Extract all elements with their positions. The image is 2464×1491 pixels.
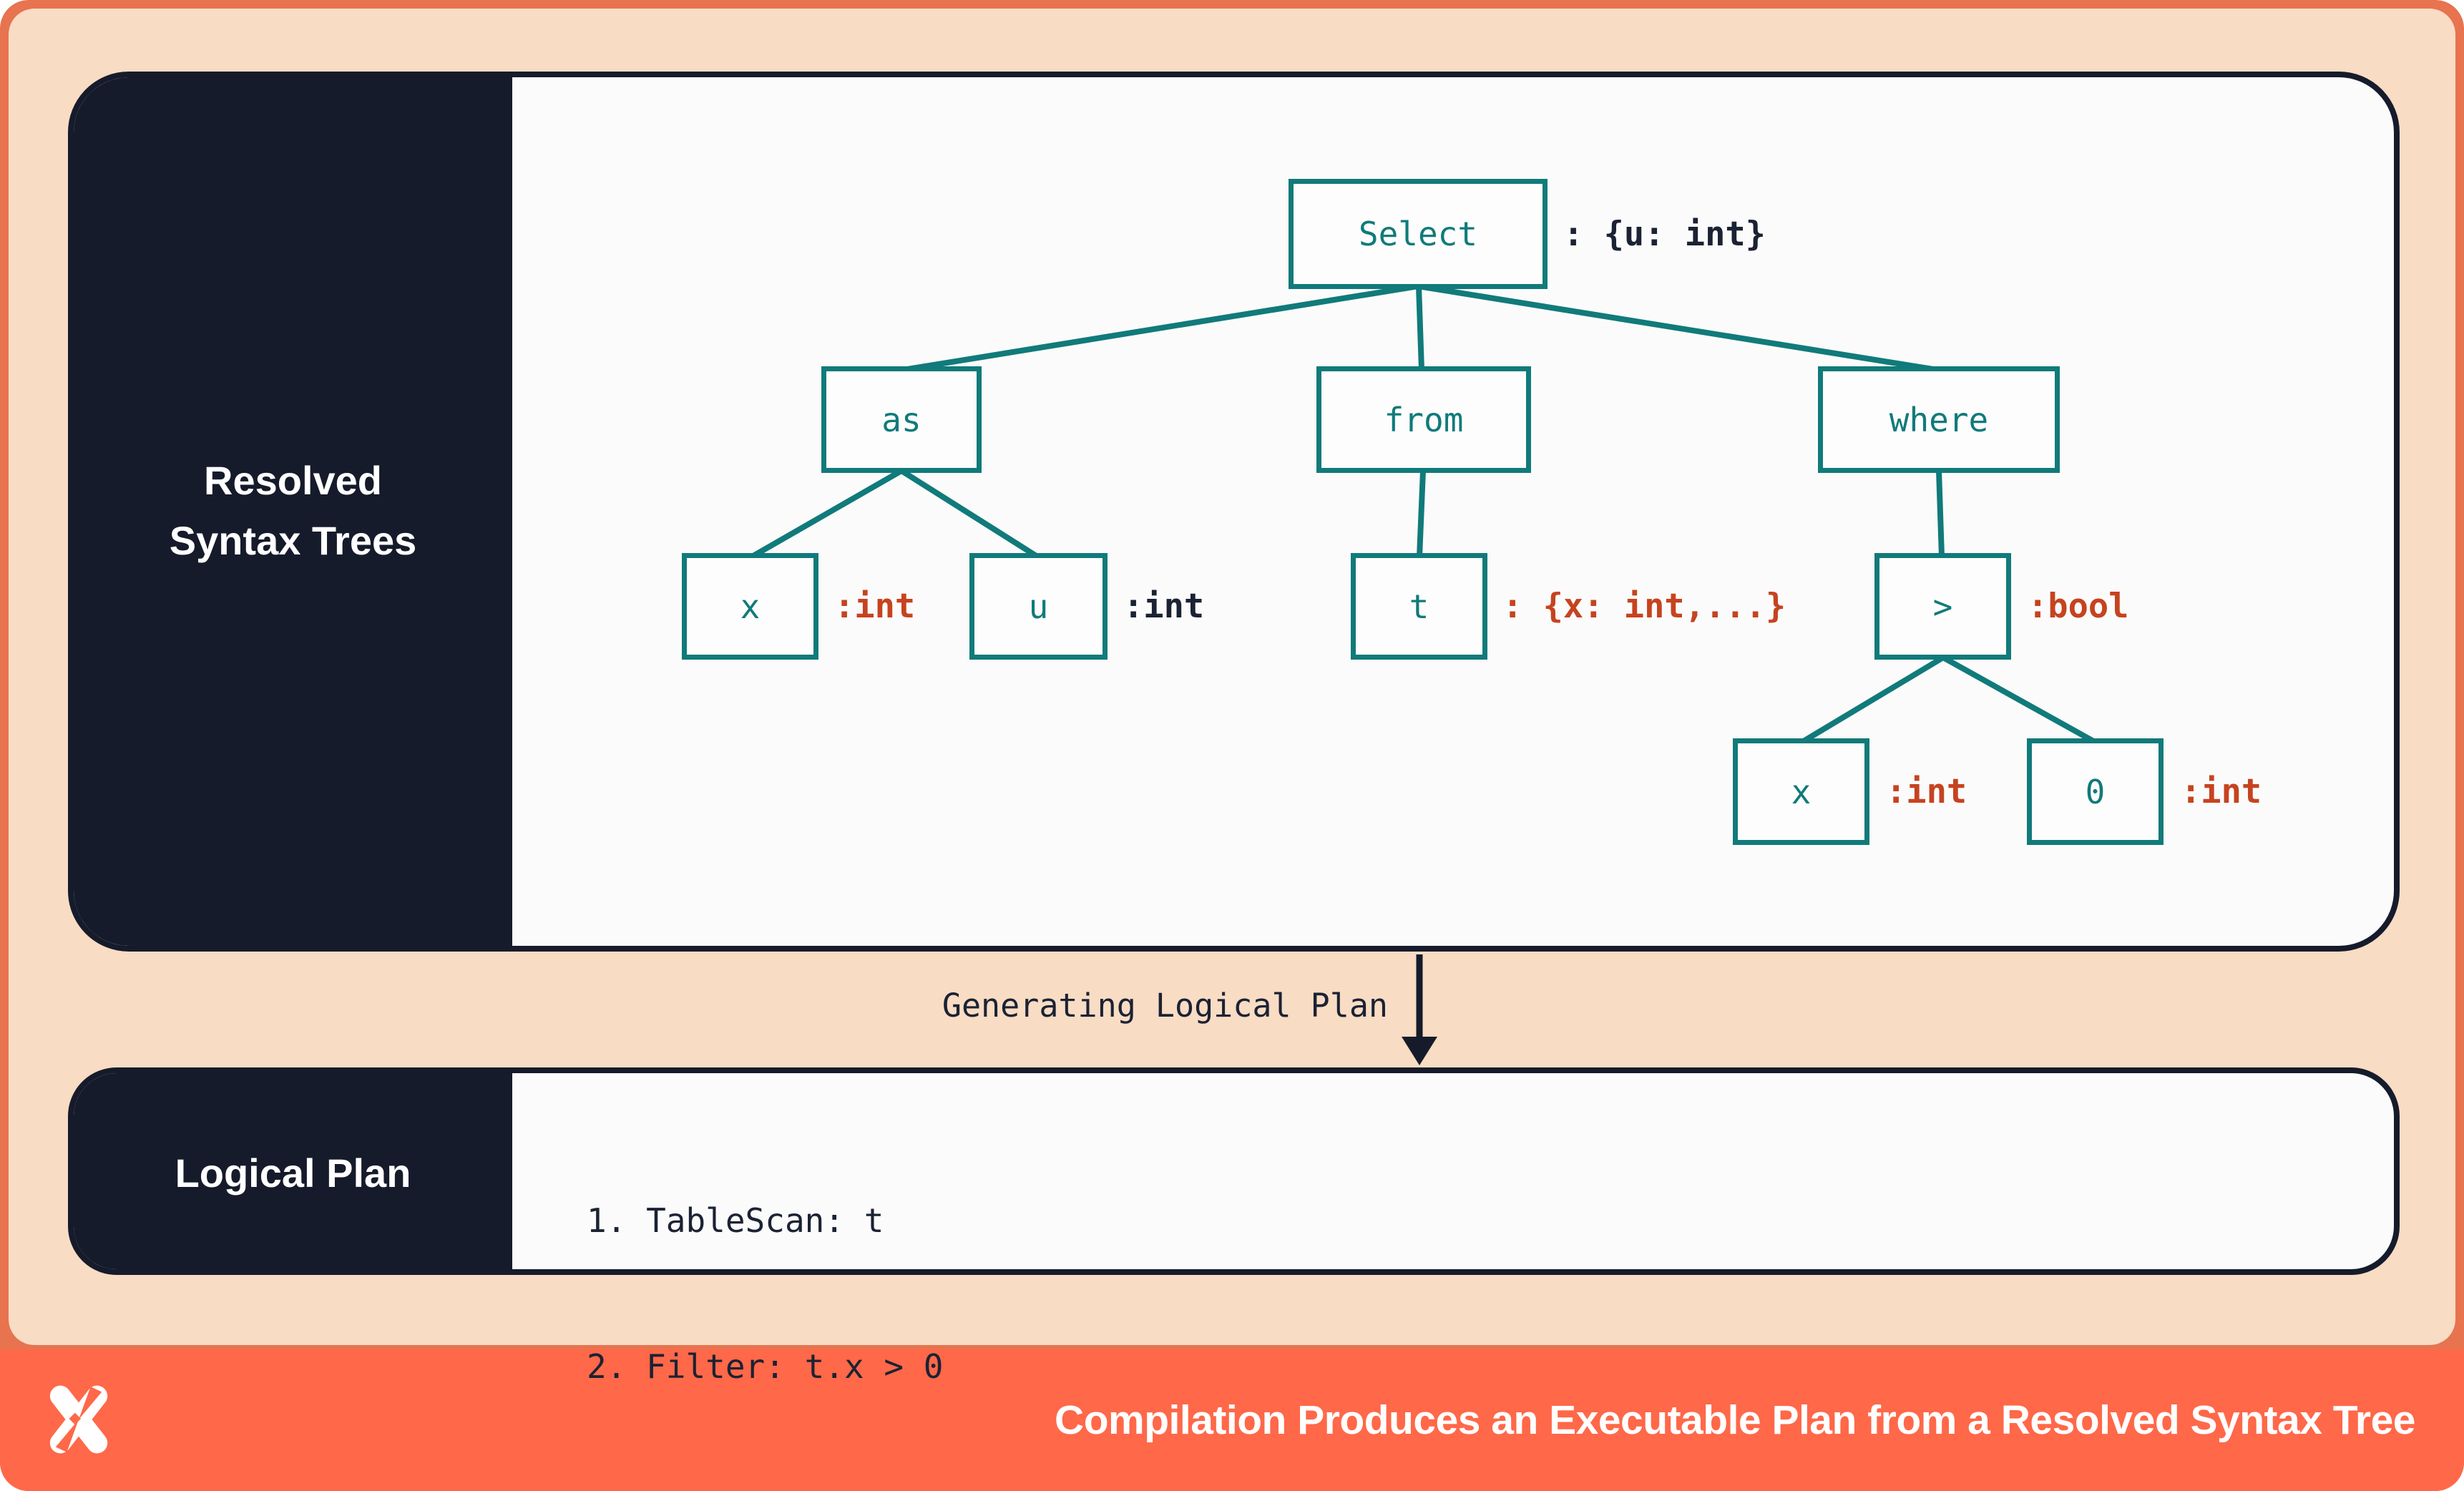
resolved-panel-label: Resolved Syntax Trees [74, 451, 512, 571]
logical-plan-panel [68, 1067, 2400, 1275]
type-annotation-u: :int [1123, 587, 1205, 626]
resolved-panel-label-line2: Syntax Trees [169, 518, 417, 563]
tree-node-from: from [1316, 366, 1531, 473]
type-annotation-t: : {x: int,...} [1502, 587, 1786, 626]
logical-plan-step: 2. Filter: t.x > 0 [587, 1347, 944, 1386]
footer-title: Compilation Produces an Executable Plan … [1055, 1397, 2415, 1443]
tree-node-zero: 0 [2027, 738, 2164, 845]
type-annotation-x-alias: :int [834, 587, 916, 626]
logical-plan-step: 1. TableScan: t [587, 1201, 884, 1240]
tree-node-where: where [1818, 366, 2060, 473]
type-annotation-greater-than: :bool [2028, 587, 2129, 626]
resolved-syntax-trees-panel [68, 72, 2400, 952]
logical-panel-label: Logical Plan [175, 1150, 411, 1196]
dolt-pinwheel-logo-icon [49, 1385, 108, 1454]
logical-panel-sidebar [74, 1073, 512, 1269]
tree-node-greater-than: > [1874, 553, 2011, 660]
tree-node-as: as [821, 366, 982, 473]
transition-label: Generating Logical Plan [942, 987, 1388, 1025]
tree-node-u: u [969, 553, 1108, 660]
type-annotation-select: : {u: int} [1563, 214, 1766, 254]
tree-node-x-alias: x [682, 553, 818, 660]
footer-band [0, 1349, 2464, 1491]
logical-plan-steps: 1. TableScan: t 2. Filter: t.x > 0 3. Pr… [587, 1099, 1042, 1491]
tree-node-x-operand: x [1733, 738, 1869, 845]
type-annotation-zero: :int [2181, 772, 2262, 811]
tree-node-t: t [1351, 553, 1487, 660]
resolved-panel-sidebar [74, 77, 512, 946]
resolved-panel-label-line1: Resolved [204, 458, 382, 503]
logical-plan-step: 3. Projection: t.x as u [587, 1488, 1042, 1491]
tree-node-select: Select [1289, 179, 1548, 289]
type-annotation-x-operand: :int [1886, 772, 1967, 811]
